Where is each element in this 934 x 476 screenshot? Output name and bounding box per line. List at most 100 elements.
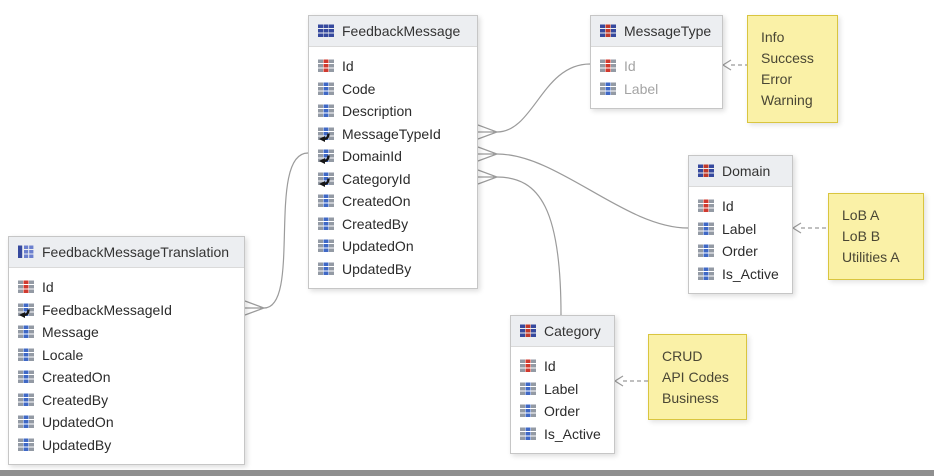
horizontal-scrollbar[interactable] [0,470,934,476]
field-row: CreatedOn [9,366,244,389]
foreign-key-icon [318,126,334,142]
field-name: Message [42,324,99,341]
column-icon [318,238,334,254]
field-name: CreatedBy [342,215,409,232]
rel-feedbackmessage-category [496,176,562,316]
field-row: CreatedOn [309,190,477,213]
table-icon [318,23,334,39]
table-category-header[interactable]: Category [511,316,614,347]
field-row: Id [591,55,722,78]
note-arrowhead-category [613,375,624,387]
field-name: CategoryId [342,170,411,187]
field-row: Code [309,78,477,101]
column-icon [18,437,34,453]
field-name: UpdatedOn [42,414,114,431]
field-name: UpdatedBy [42,436,112,453]
field-row: Locale [9,344,244,367]
field-row: CreatedBy [9,389,244,412]
field-row: FeedbackMessageId [9,299,244,322]
column-icon [520,426,536,442]
field-name: Order [722,243,758,260]
column-icon [698,221,714,237]
field-name: Is_Active [544,425,601,442]
primary-key-icon [318,58,334,74]
field-row: Is_Active [511,423,614,446]
table-messagetype-header[interactable]: MessageType [591,16,722,47]
field-row: Is_Active [689,263,792,286]
table-domain[interactable]: Domain Id Label Order Is_Active [688,155,793,294]
field-row: DomainId [309,145,477,168]
field-name: Id [722,198,734,215]
table-feedbackmessagetranslation-header[interactable]: FeedbackMessageTranslation [9,237,244,268]
column-icon [18,369,34,385]
field-name: CreatedOn [42,369,111,386]
table-title: Domain [722,163,771,179]
field-name: Is_Active [722,265,779,282]
column-icon [18,324,34,340]
lookup-table-icon [600,23,616,39]
foreign-key-icon [318,148,334,164]
column-icon [520,403,536,419]
field-name: Locale [42,346,84,363]
note-domain-values[interactable]: LoB A LoB B Utilities A [828,193,924,280]
column-icon [318,216,334,232]
field-name: Label [624,80,659,97]
field-name: Order [544,403,580,420]
field-row: Label [689,218,792,241]
field-name: Id [624,58,636,75]
field-row: CreatedBy [309,213,477,236]
lookup-table-icon [520,323,536,339]
field-row: Order [511,400,614,423]
field-row: Description [309,100,477,123]
field-name: Id [342,58,354,75]
rel-feedbackmessage-messagetype [496,63,591,133]
primary-key-icon [600,58,616,74]
field-name: UpdatedOn [342,238,414,255]
column-icon [18,392,34,408]
field-row: UpdatedBy [309,258,477,281]
table-title: MessageType [624,23,712,39]
field-row: UpdatedOn [309,235,477,258]
note-line: LoB B [842,228,881,244]
crowsfoot-categoryid [477,169,499,185]
field-name: UpdatedBy [342,260,412,277]
foreign-key-icon [18,302,34,318]
note-line: Utilities A [842,249,900,265]
field-row: Id [9,276,244,299]
table-title: FeedbackMessageTranslation [42,244,230,260]
note-line: Warning [761,92,813,108]
column-icon [600,81,616,97]
field-name: FeedbackMessageId [42,301,172,318]
note-line: Business [662,390,719,406]
column-icon [520,381,536,397]
note-arrowhead-messagetype [721,59,732,71]
table-feedbackmessage-header[interactable]: FeedbackMessage [309,16,477,47]
table-feedbackmessagetranslation[interactable]: FeedbackMessageTranslation Id FeedbackMe… [8,236,245,465]
translation-table-icon [18,244,34,260]
note-line: API Codes [662,369,729,385]
column-icon [318,261,334,277]
column-icon [18,347,34,363]
table-title: FeedbackMessage [342,23,461,39]
field-name: Label [722,220,757,237]
table-messagetype[interactable]: MessageType Id Label [590,15,723,109]
rel-translation-feedbackmessage [263,152,309,309]
field-name: MessageTypeId [342,125,441,142]
primary-key-icon [18,279,34,295]
column-icon [698,266,714,282]
table-category[interactable]: Category Id Label Order Is_Active [510,315,615,454]
foreign-key-icon [318,171,334,187]
note-arrowhead-domain [791,222,802,234]
field-row: Label [511,378,614,401]
note-messagetype-values[interactable]: Info Success Error Warning [747,15,838,123]
table-feedbackmessage[interactable]: FeedbackMessage Id Code Description Mess… [308,15,478,289]
field-row: MessageTypeId [309,123,477,146]
note-category-values[interactable]: CRUD API Codes Business [648,334,747,420]
table-domain-header[interactable]: Domain [689,156,792,187]
field-row: Label [591,78,722,101]
column-icon [698,243,714,259]
field-row: Id [309,55,477,78]
crowsfoot-messagetypeid [477,124,499,140]
